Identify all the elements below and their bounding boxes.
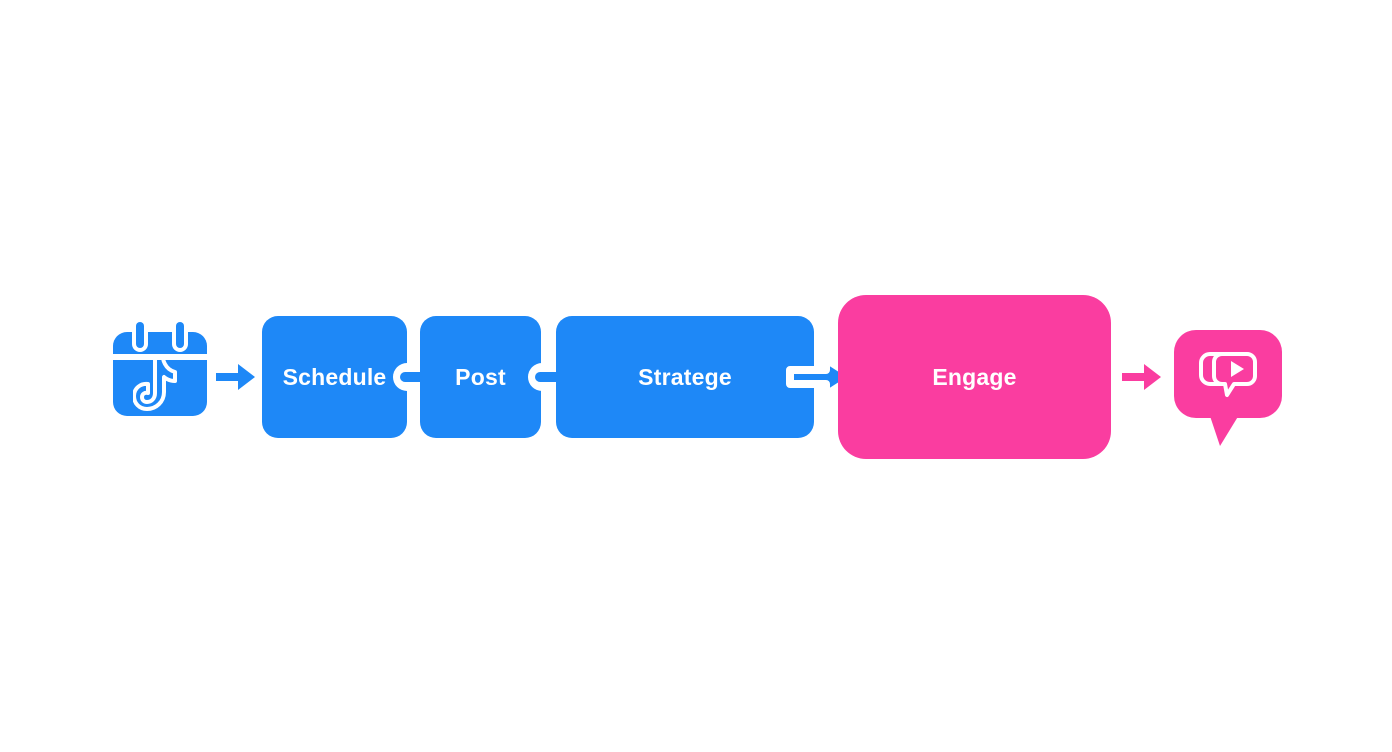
speech-bubble-play-icon <box>1174 330 1282 454</box>
calendar-ring-right <box>176 322 184 348</box>
step-label-post: Post <box>455 363 506 390</box>
step-label-schedule: Schedule <box>282 363 387 390</box>
step-label-engage: Engage <box>932 363 1017 390</box>
music-note-icon <box>133 356 177 411</box>
calendar-music-note-icon <box>113 322 207 416</box>
step-node-post[interactable]: Post <box>420 316 541 438</box>
step-node-strategy[interactable]: Stratege <box>556 316 814 438</box>
play-bubble-glyph-icon <box>1199 352 1257 397</box>
arrow-right-icon-1 <box>216 364 255 390</box>
step-label-strategy: Stratege <box>638 363 732 390</box>
step-node-engage[interactable]: Engage <box>838 295 1111 459</box>
arrow-right-icon-2 <box>1122 364 1161 390</box>
calendar-ring-left <box>136 322 144 348</box>
step-node-schedule[interactable]: Schedule <box>262 316 407 438</box>
